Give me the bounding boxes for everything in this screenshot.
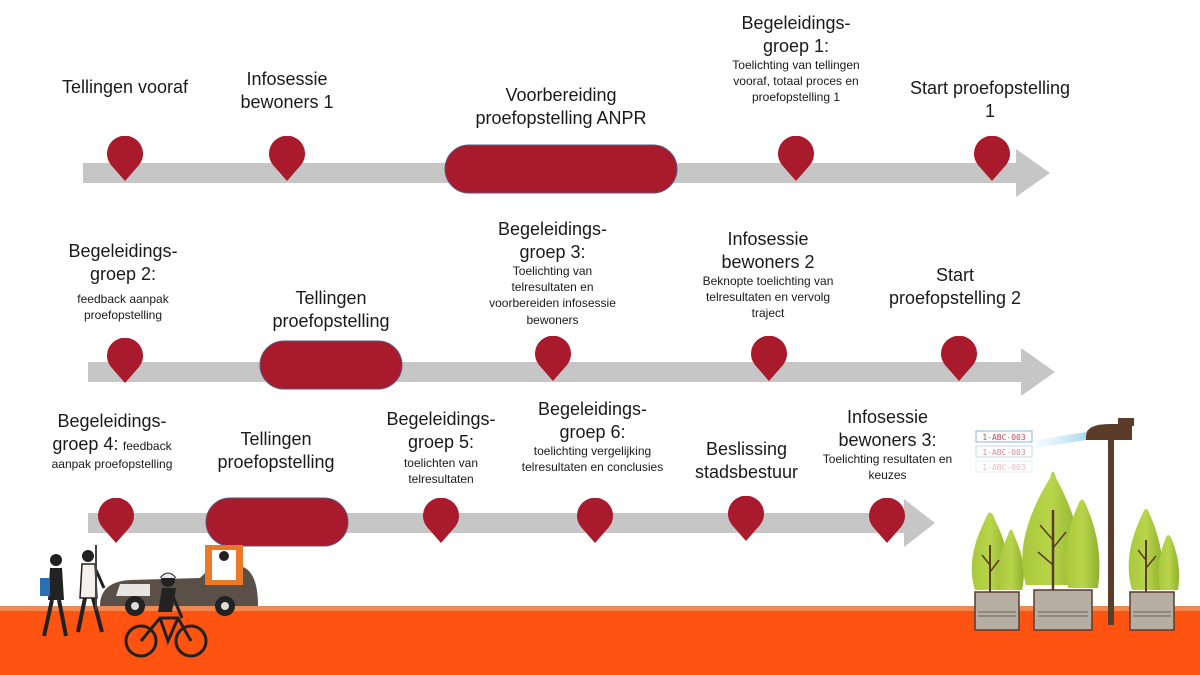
- label-title: Tellingen vooraf: [61, 77, 189, 97]
- phase-bar-tellingen-2: [259, 340, 403, 390]
- label-beslissing: Beslissing stadsbestuur: [680, 438, 813, 483]
- timeline-arrow-row2: [88, 348, 1055, 396]
- car-illustration: [95, 545, 258, 616]
- label-detail: toelichting vergelijking telresultaten e…: [521, 444, 664, 475]
- label-inline-detail: feedback: [122, 439, 172, 453]
- label-infosessie-2: Infosessie bewoners 2 Beknopte toelichti…: [700, 228, 836, 322]
- label-detail: Toelichting resultaten en keuzes: [822, 452, 953, 483]
- phase-bar-voorbereiding: [444, 144, 678, 194]
- phase-bar-tellingen-3: [205, 497, 349, 547]
- label-title: Begeleidings-groep 3:: [497, 219, 608, 262]
- plate-illustrations: 1-ABC-003 1-ABC-003 1-ABC-003: [975, 430, 1033, 473]
- label-infosessie-3: Infosessie bewoners 3: Toelichting resul…: [820, 406, 955, 483]
- label-detail: feedback aanpak proefopstelling: [77, 292, 169, 323]
- marker-beslissing: [728, 496, 764, 541]
- label-begeleidingsgroep-2: Begeleidings-groep 2: feedback aanpak pr…: [58, 240, 188, 323]
- label-title: Beslissing stadsbestuur: [694, 439, 799, 482]
- label-title: Start proefopstelling 1: [909, 78, 1071, 121]
- label-title: Voorbereiding proefopstelling ANPR: [475, 85, 647, 128]
- svg-text:1-ABC-003: 1-ABC-003: [982, 448, 1026, 457]
- marker-infosessie-3: [869, 498, 905, 543]
- label-title: Infosessie bewoners 3:: [838, 407, 937, 450]
- label-voorbereiding: Voorbereiding proefopstelling ANPR: [445, 84, 677, 129]
- label-begeleidingsgroep-3: Begeleidings-groep 3: Toelichting van te…: [480, 218, 625, 328]
- label-begeleidingsgroep-6: Begeleidings-groep 6: toelichting vergel…: [520, 398, 665, 475]
- label-title: Tellingen proefopstelling: [217, 429, 335, 472]
- label-begeleidingsgroep-1: Begeleidings-groep 1: Toelichting van te…: [722, 12, 870, 106]
- marker-begeleidingsgroep-6: [577, 498, 613, 543]
- svg-text:1-ABC-003: 1-ABC-003: [982, 433, 1026, 442]
- label-begeleidingsgroep-4: Begeleidings-groep 4: feedback aanpak pr…: [38, 410, 186, 472]
- label-title: Begeleidings-groep 5:: [386, 409, 496, 452]
- label-detail: Beknopte toelichting van telresultaten e…: [702, 274, 834, 321]
- svg-text:1-ABC-003: 1-ABC-003: [982, 463, 1026, 472]
- ground: [0, 608, 1200, 675]
- label-tellingen-3: Tellingen proefopstelling: [200, 428, 352, 473]
- label-title: Infosessie bewoners 2: [721, 229, 815, 272]
- label-tellingen-vooraf: Tellingen vooraf: [60, 76, 190, 99]
- label-title: Begeleidings-groep 1:: [741, 13, 851, 56]
- label-title: Start proefopstelling 2: [888, 265, 1022, 308]
- label-detail: toelichten van telresultaten: [403, 456, 479, 487]
- label-title: Tellingen proefopstelling: [272, 288, 390, 331]
- cyclist-illustration: [124, 572, 208, 658]
- label-detail: aanpak proefopstelling: [51, 457, 173, 471]
- tree-planters-illustration: [971, 471, 1180, 631]
- label-detail: Toelichting van telresultaten en voorber…: [489, 264, 616, 327]
- label-title: Begeleidings-groep 6:: [537, 399, 648, 442]
- label-begeleidingsgroep-5: Begeleidings-groep 5: toelichten van tel…: [374, 408, 508, 487]
- label-detail: Toelichting van tellingen vooraf, totaal…: [732, 58, 860, 105]
- label-tellingen-2: Tellingen proefopstelling: [255, 287, 407, 332]
- label-title: Begeleidings-groep 2:: [68, 241, 178, 284]
- pedestrian-illustration: [40, 550, 106, 637]
- label-title: Begeleidings-groep 4:: [52, 411, 167, 454]
- label-start-proefopstelling-2: Start proefopstelling 2: [875, 264, 1035, 309]
- label-title: Infosessie bewoners 1: [240, 69, 334, 112]
- marker-begeleidingsgroep-5: [423, 498, 459, 543]
- marker-begeleidingsgroep-4: [98, 498, 134, 543]
- label-infosessie-1: Infosessie bewoners 1: [212, 68, 362, 113]
- label-start-proefopstelling-1: Start proefopstelling 1: [905, 77, 1075, 122]
- camera-post-illustration: [1036, 418, 1134, 625]
